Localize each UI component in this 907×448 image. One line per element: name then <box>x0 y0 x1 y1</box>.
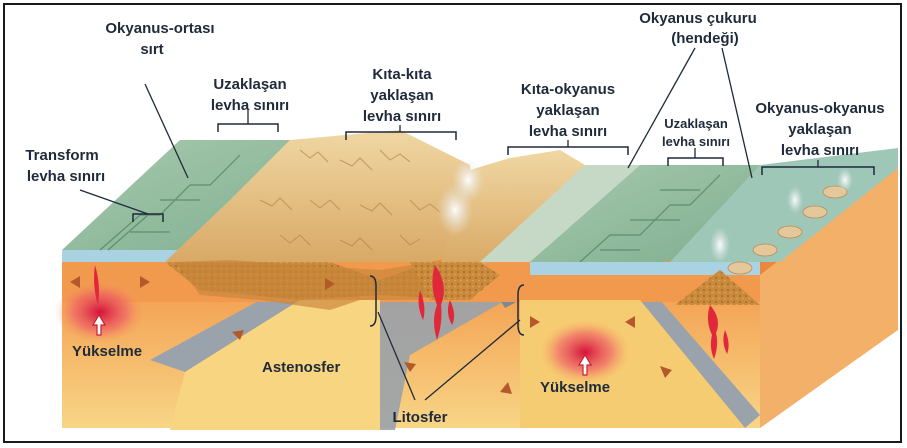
label-ocean-trench: Okyanus çukuru (hendeği) <box>639 10 757 47</box>
label-upwelling-right: Yükselme <box>540 379 610 396</box>
label-divergent-right: Uzaklaşan levha sınırı <box>662 116 730 149</box>
label-co-line3: levha sınırı <box>529 123 607 140</box>
label-divergent-left-line1: Uzaklaşan <box>213 76 286 93</box>
label-divergent-right-line1: Uzaklaşan <box>664 116 728 131</box>
label-trench-line2: (hendeği) <box>671 30 739 47</box>
label-mid-ocean-ridge-line1: Okyanus-ortası <box>105 20 214 37</box>
label-oo-line1: Okyanus-okyanus <box>755 100 884 117</box>
label-transform-line2: levha sınırı <box>27 168 105 185</box>
label-oo-line3: levha sınırı <box>781 142 859 159</box>
label-trench-line1: Okyanus çukuru <box>639 10 757 27</box>
label-lithosphere: Litosfer <box>392 409 447 426</box>
label-cc-line1: Kıta-kıta <box>372 66 432 83</box>
label-mid-ocean-ridge: Okyanus-ortası sırt <box>105 20 214 58</box>
label-oo-line2: yaklaşan <box>788 121 851 138</box>
label-cc-line3: levha sınırı <box>363 108 441 125</box>
label-cc-line2: yaklaşan <box>370 87 433 104</box>
label-transform: Transform levha sınırı <box>25 147 105 185</box>
label-co-line1: Kıta-okyanus <box>521 81 615 98</box>
label-co-line2: yaklaşan <box>536 102 599 119</box>
label-mid-ocean-ridge-line2: sırt <box>140 41 163 58</box>
label-transform-line1: Transform <box>25 147 98 164</box>
label-continent-ocean: Kıta-okyanus yaklaşan levha sınırı <box>521 81 615 140</box>
label-divergent-left: Uzaklaşan levha sınırı <box>211 76 289 114</box>
label-continent-continent: Kıta-kıta yaklaşan levha sınırı <box>363 66 441 125</box>
label-divergent-right-line2: levha sınırı <box>662 134 730 149</box>
label-asthenosphere: Astenosfer <box>262 359 341 376</box>
label-upwelling-left: Yükselme <box>72 343 142 360</box>
label-ocean-ocean: Okyanus-okyanus yaklaşan levha sınırı <box>755 100 884 159</box>
label-divergent-left-line2: levha sınırı <box>211 97 289 114</box>
